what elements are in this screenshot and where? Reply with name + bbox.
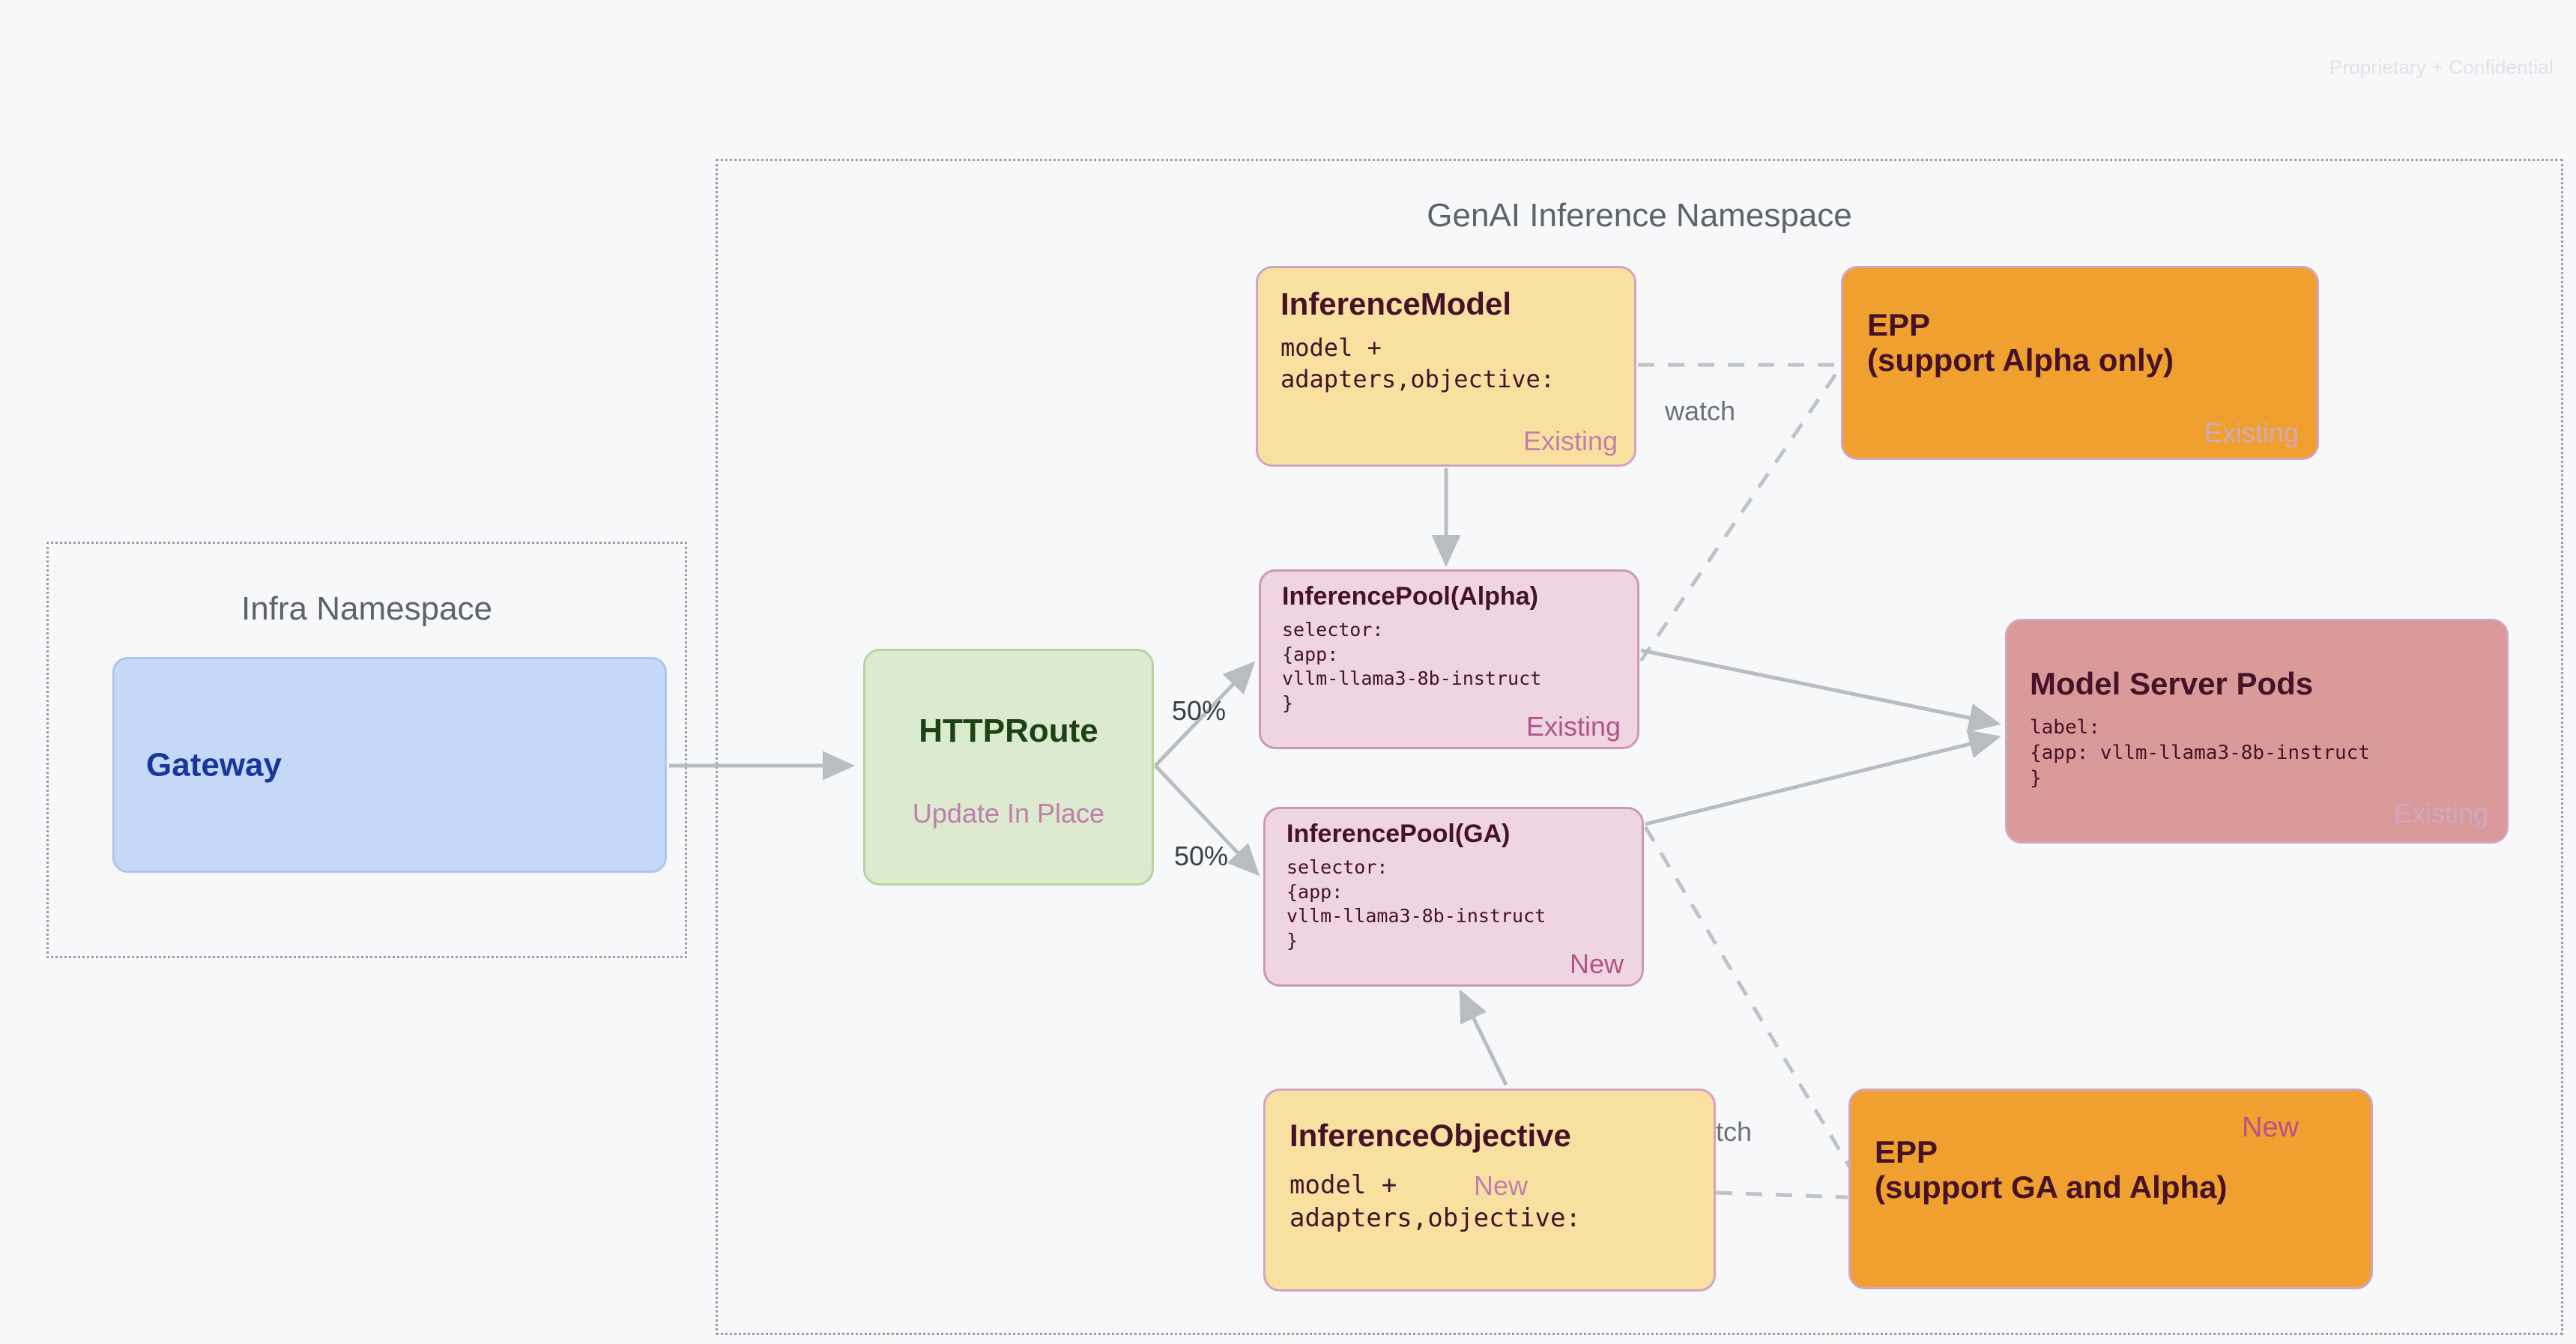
node-model-server-pods-body: label: {app: vllm-llama3-8b-instruct }: [2030, 716, 2370, 790]
node-httproute-badge: Update In Place: [912, 798, 1105, 829]
node-inferencemodel-badge: Existing: [1523, 426, 1618, 456]
node-inferenceobjective-title: InferenceObjective: [1289, 1118, 1571, 1153]
node-inferenceobjective-badge: New: [1474, 1170, 1529, 1201]
node-inferencemodel[interactable]: InferenceModel model + adapters,objectiv…: [1256, 266, 1636, 467]
genai-namespace-title: GenAI Inference Namespace: [1427, 197, 1852, 234]
edge-label-split-top: 50%: [1172, 695, 1227, 726]
confidential-watermark: Proprietary + Confidential: [2329, 55, 2554, 79]
node-inferencemodel-title: InferenceModel: [1281, 286, 1512, 321]
node-model-server-pods-badge: Existing: [2393, 798, 2488, 829]
node-epp-ga-badge: New: [2241, 1112, 2299, 1143]
genai-namespace-container: GenAI Inference Namespace: [716, 159, 2563, 1335]
node-inferenceobjective-body: model + adapters,objective:: [1289, 1170, 1581, 1234]
node-inferencepool-ga-badge: New: [1569, 948, 1624, 979]
node-gateway-title: Gateway: [146, 746, 282, 784]
node-epp-alpha-title: EPP (support Alpha only): [1867, 307, 2174, 378]
node-inferencepool-alpha-body: selector: {app: vllm-llama3-8b-instruct …: [1282, 619, 1542, 714]
node-inferencemodel-body: model + adapters,objective:: [1281, 333, 1555, 393]
infra-namespace-title: Infra Namespace: [241, 590, 493, 627]
node-inferencepool-alpha-title: InferencePool(Alpha): [1282, 582, 1538, 611]
infra-namespace-container: Infra Namespace: [46, 542, 687, 958]
node-epp-ga[interactable]: EPP (support GA and Alpha) New: [1848, 1089, 2373, 1289]
node-inferencepool-ga[interactable]: InferencePool(GA) selector: {app: vllm-l…: [1263, 807, 1644, 987]
node-epp-ga-title: EPP (support GA and Alpha): [1875, 1134, 2228, 1205]
node-httproute-title: HTTPRoute: [919, 712, 1098, 749]
node-inferenceobjective[interactable]: InferenceObjective model + adapters,obje…: [1263, 1089, 1716, 1292]
edge-label-split-bottom: 50%: [1174, 841, 1229, 871]
node-inferencepool-ga-body: selector: {app: vllm-llama3-8b-instruct …: [1287, 856, 1546, 951]
node-epp-alpha-badge: Existing: [2204, 417, 2299, 448]
node-inferencepool-alpha-badge: Existing: [1526, 711, 1621, 742]
edge-label-watch-top: watch: [1665, 396, 1736, 426]
node-httproute[interactable]: HTTPRoute Update In Place: [863, 649, 1154, 886]
node-model-server-pods[interactable]: Model Server Pods label: {app: vllm-llam…: [2005, 619, 2509, 844]
node-inferencepool-alpha[interactable]: InferencePool(Alpha) selector: {app: vll…: [1259, 569, 1639, 749]
node-gateway[interactable]: Gateway: [112, 657, 667, 873]
node-model-server-pods-title: Model Server Pods: [2030, 666, 2314, 701]
node-epp-alpha[interactable]: EPP (support Alpha only) Existing: [1841, 266, 2319, 460]
node-inferencepool-ga-title: InferencePool(GA): [1287, 820, 1511, 848]
